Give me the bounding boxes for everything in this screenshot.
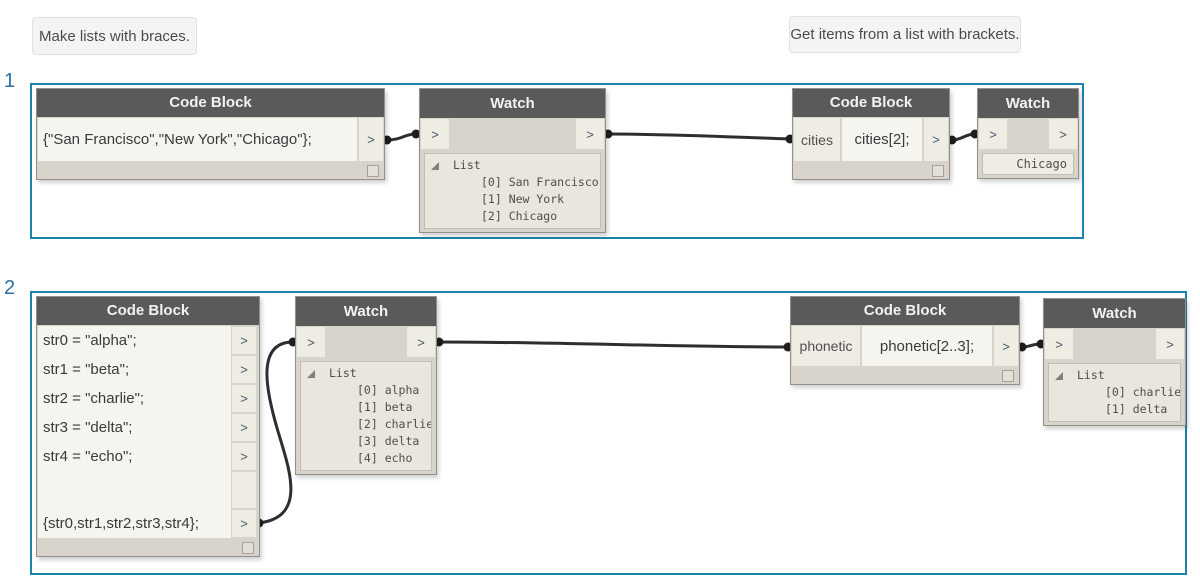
code-line[interactable]: str3 = "delta";	[43, 419, 133, 436]
code-line[interactable]: str4 = "echo";	[43, 448, 133, 465]
empty-port-cell	[232, 472, 256, 508]
wire-watch1-to-codeblock2[interactable]	[606, 132, 792, 141]
watch-output-panel: List [0] charlie [1] delta	[1048, 363, 1181, 422]
group1-number[interactable]: 1	[4, 70, 16, 92]
output-port[interactable]: >	[576, 119, 604, 149]
node-watch-phonetic-list[interactable]: Watch > > List [0] alpha [1] beta [2] ch…	[295, 296, 437, 475]
node-title[interactable]: Watch	[978, 89, 1078, 118]
node-title[interactable]: Code Block	[793, 89, 949, 117]
node-title[interactable]: Watch	[296, 297, 436, 326]
wire-codeblock3-to-watch3[interactable]	[257, 340, 295, 525]
watch-output-panel: List [0] alpha [1] beta [2] charlie [3] …	[300, 361, 432, 471]
code-line-blank[interactable]	[43, 471, 231, 509]
code-block-code[interactable]: {"San Francisco","New York","Chicago"};	[38, 118, 357, 161]
code-line[interactable]: str2 = "charlie";	[43, 390, 145, 407]
node-code-block-range[interactable]: Code Block phonetic phonetic[2..3]; >	[790, 296, 1020, 385]
output-port[interactable]: >	[924, 118, 948, 161]
node-footer	[793, 162, 949, 179]
list-item: [1] delta	[1105, 402, 1168, 416]
preview-checkbox-icon[interactable]	[932, 164, 944, 177]
note-make-lists[interactable]: Make lists with braces.	[32, 17, 197, 55]
output-port[interactable]: >	[359, 118, 383, 161]
list-item: [3] delta	[357, 434, 420, 448]
list-item: [4] echo	[357, 451, 413, 465]
node-title[interactable]: Code Block	[37, 89, 384, 117]
list-root-label: List	[1077, 368, 1105, 382]
wire-watch3-to-codeblock4[interactable]	[437, 340, 790, 349]
input-port[interactable]: >	[421, 119, 449, 149]
node-title[interactable]: Watch	[420, 89, 605, 118]
watch-list-root: List	[301, 365, 431, 382]
preview-checkbox-icon[interactable]	[242, 541, 254, 554]
output-port-list[interactable]: >	[232, 510, 256, 537]
list-item: [2] charlie	[357, 417, 432, 431]
code-block-code[interactable]: cities[2];	[842, 118, 922, 161]
output-port-str1[interactable]: >	[232, 356, 256, 383]
node-title[interactable]: Code Block	[37, 297, 259, 325]
output-port-column: > > > > > >	[232, 326, 258, 538]
input-port[interactable]: >	[1045, 329, 1073, 359]
preview-checkbox-icon[interactable]	[367, 164, 379, 177]
input-port[interactable]: >	[297, 327, 325, 357]
output-port[interactable]: >	[1049, 119, 1077, 149]
code-line[interactable]: str1 = "beta";	[43, 361, 130, 378]
output-port-str4[interactable]: >	[232, 443, 256, 470]
node-code-block-strings[interactable]: Code Block str0 = "alpha"; str1 = "beta"…	[36, 296, 260, 557]
preview-checkbox-icon[interactable]	[1002, 369, 1014, 382]
input-port-cities[interactable]: cities	[794, 118, 840, 161]
output-port[interactable]: >	[994, 326, 1018, 366]
wire-endpoint	[411, 129, 421, 139]
list-item: [2] Chicago	[481, 209, 558, 223]
list-root-label: List	[453, 158, 481, 172]
node-title[interactable]: Watch	[1044, 299, 1185, 328]
node-code-block-city-list[interactable]: Code Block {"San Francisco","New York","…	[36, 88, 385, 180]
list-item: [1] beta	[357, 400, 413, 414]
watch-list-root: List	[425, 157, 600, 174]
node-footer	[791, 367, 1019, 384]
code-block-code[interactable]: phonetic[2..3];	[862, 326, 992, 366]
node-watch-city-list[interactable]: Watch > > List [0] San Francisco [1] New…	[419, 88, 606, 233]
collapse-triangle-icon[interactable]	[1055, 371, 1063, 380]
node-title[interactable]: Code Block	[791, 297, 1019, 325]
input-port[interactable]: >	[979, 119, 1007, 149]
node-footer	[37, 539, 259, 556]
collapse-triangle-icon[interactable]	[431, 161, 439, 170]
note-get-items[interactable]: Get items from a list with brackets.	[789, 16, 1021, 53]
output-port[interactable]: >	[1156, 329, 1184, 359]
list-root-label: List	[329, 366, 357, 380]
input-port-phonetic[interactable]: phonetic	[792, 326, 860, 366]
output-port-str3[interactable]: >	[232, 414, 256, 441]
node-footer	[37, 162, 384, 179]
output-port[interactable]: >	[407, 327, 435, 357]
node-code-block-index[interactable]: Code Block cities cities[2]; >	[792, 88, 950, 180]
list-item: [0] charlie	[1105, 385, 1181, 399]
watch-output-panel: List [0] San Francisco [1] New York [2] …	[424, 153, 601, 229]
list-item: [0] alpha	[357, 383, 420, 397]
group2-number[interactable]: 2	[4, 277, 16, 299]
code-line[interactable]: {str0,str1,str2,str3,str4};	[43, 515, 199, 532]
list-item: [1] New York	[481, 192, 565, 206]
code-block-code[interactable]: str0 = "alpha"; str1 = "beta"; str2 = "c…	[38, 326, 231, 538]
watch-output-value: Chicago	[982, 153, 1074, 175]
watch-list-root: List	[1049, 367, 1180, 384]
code-line[interactable]: str0 = "alpha";	[43, 332, 137, 349]
list-item: [0] San Francisco	[481, 175, 599, 189]
node-watch-result[interactable]: Watch > > Chicago	[977, 88, 1079, 179]
node-watch-range-result[interactable]: Watch > > List [0] charlie [1] delta	[1043, 298, 1186, 426]
output-port-str0[interactable]: >	[232, 327, 256, 354]
output-port-str2[interactable]: >	[232, 385, 256, 412]
collapse-triangle-icon[interactable]	[307, 369, 315, 378]
